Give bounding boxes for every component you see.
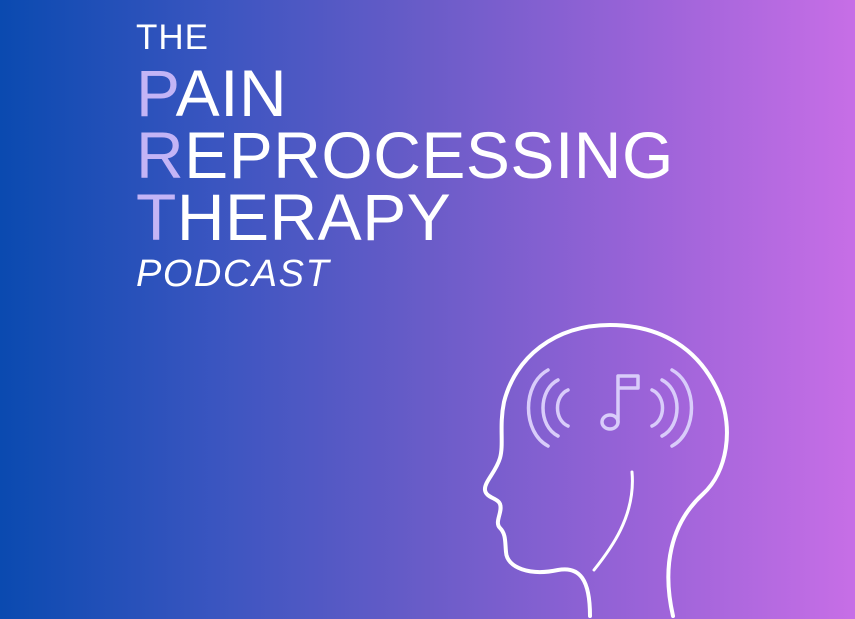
music-note-icon [600, 374, 640, 431]
title-rest-therapy: HERAPY [176, 180, 452, 254]
title-line-pain: PAIN [136, 60, 674, 126]
title-rest-reprocessing: EPROCESSING [184, 118, 674, 192]
title-line-therapy: THERAPY [136, 184, 674, 250]
title-initial-r: R [136, 118, 185, 192]
neck-contour [592, 470, 634, 572]
title-initial-t: T [136, 180, 177, 254]
sound-waves-icon [526, 368, 694, 448]
head-with-music-note-icon [483, 323, 729, 618]
title-line-reprocessing: REPROCESSING [136, 122, 674, 188]
title-the: THE [136, 18, 209, 57]
title-rest-pain: AIN [175, 56, 288, 130]
title-block: THE PAIN REPROCESSING THERAPY PODCAST [136, 18, 674, 296]
head-outline [483, 323, 729, 618]
title-initial-p: P [136, 56, 176, 130]
title-podcast: PODCAST [136, 253, 331, 295]
